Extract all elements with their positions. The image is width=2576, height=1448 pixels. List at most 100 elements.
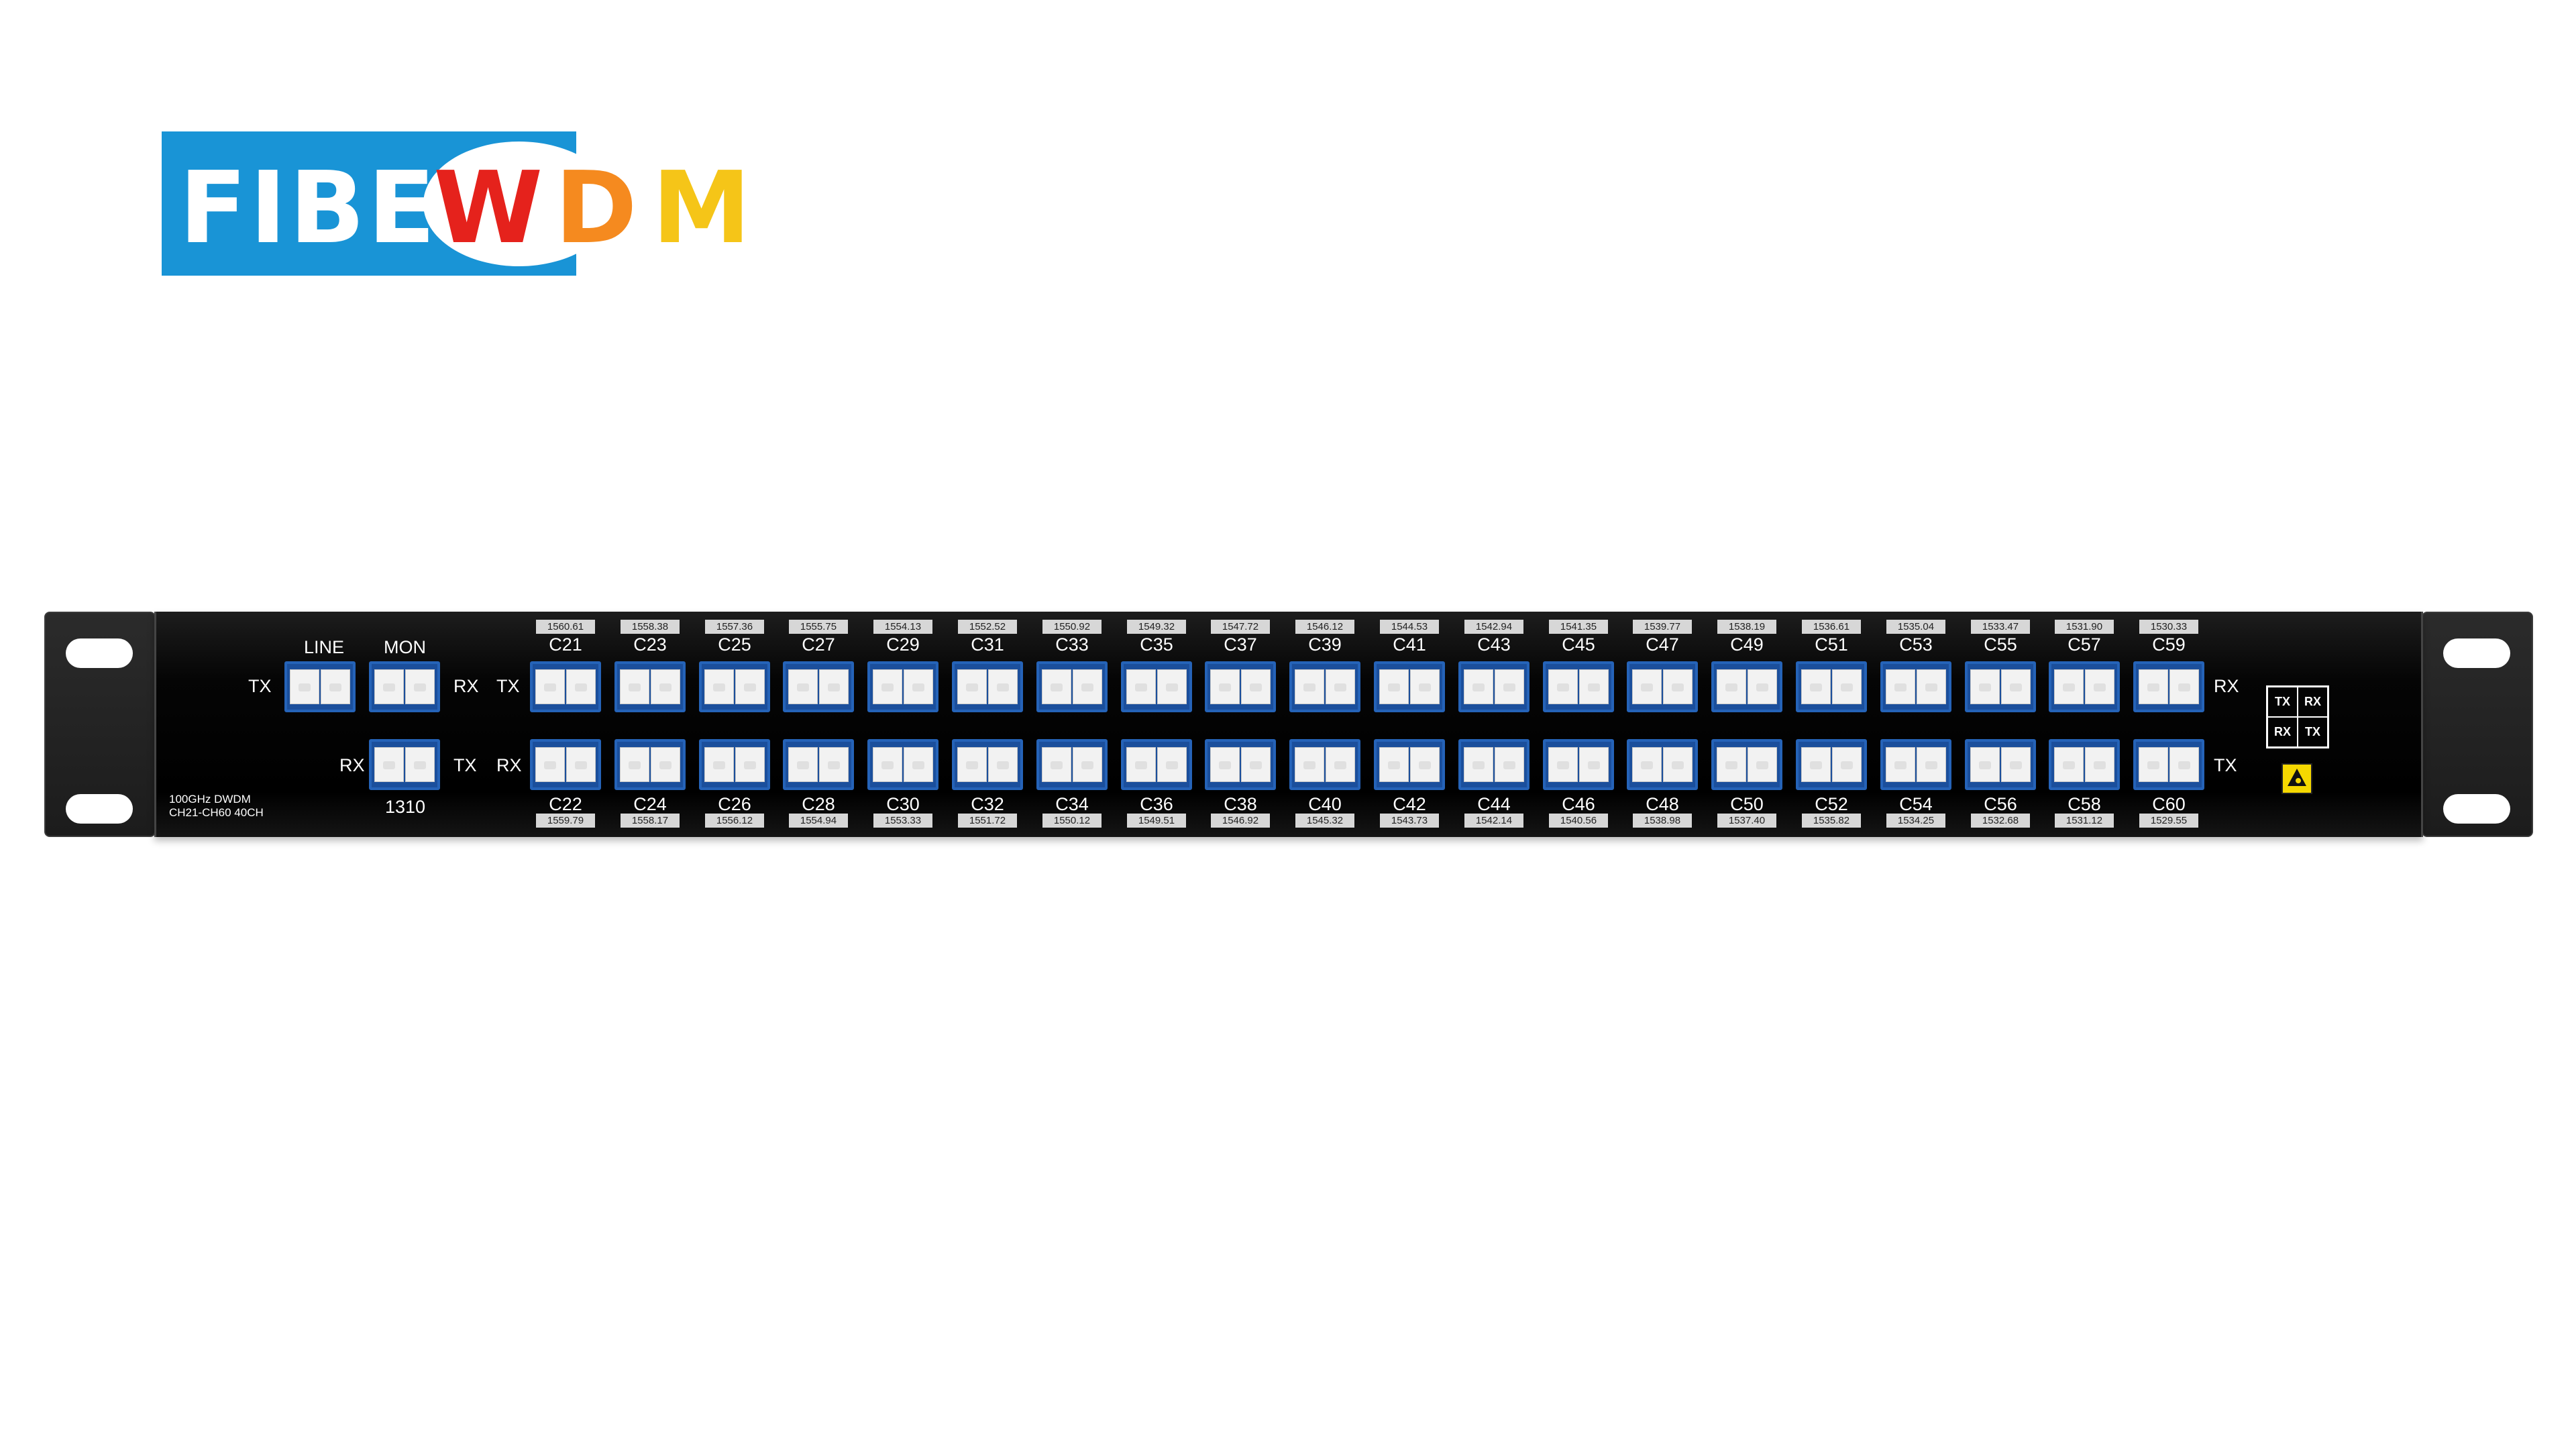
port-right	[1157, 669, 1187, 704]
port-left	[1042, 669, 1071, 704]
channel-port-c33[interactable]	[1036, 661, 1108, 712]
channel-port-c25[interactable]	[699, 661, 770, 712]
channel-label: C54	[1899, 794, 1933, 814]
port-left	[1717, 669, 1746, 704]
port-right	[1241, 669, 1271, 704]
wavelength-tag: 1536.61	[1802, 620, 1861, 634]
channel-port-c31[interactable]	[952, 661, 1023, 712]
wavelength-tag: 1546.12	[1295, 620, 1354, 634]
port-right	[651, 669, 680, 704]
channel-port-c22[interactable]	[530, 739, 601, 790]
channel-port-c46[interactable]	[1543, 739, 1614, 790]
channel-port-c56[interactable]	[1965, 739, 2036, 790]
right-rack-ear	[2422, 612, 2533, 837]
port-left	[1295, 747, 1324, 782]
port-right	[1073, 747, 1102, 782]
channel-port-c43[interactable]	[1458, 661, 1529, 712]
channel-port-c60[interactable]	[2133, 739, 2204, 790]
channel-port-c44[interactable]	[1458, 739, 1529, 790]
port-right	[988, 669, 1018, 704]
channel-port-c40[interactable]	[1289, 739, 1360, 790]
channel-port-c23[interactable]	[614, 661, 686, 712]
line-port[interactable]	[284, 661, 356, 712]
port-right	[735, 669, 765, 704]
port-right	[2169, 669, 2199, 704]
channel-port-c38[interactable]	[1205, 739, 1276, 790]
rx-label-mon: RX	[453, 676, 479, 696]
port-left	[1970, 669, 2000, 704]
channel-label: C49	[1730, 634, 1764, 655]
channel-port-c26[interactable]	[699, 739, 770, 790]
mounting-slot	[66, 794, 133, 824]
channel-label: C28	[802, 794, 835, 814]
wavelength-tag: 1538.19	[1717, 620, 1776, 634]
wavelength-tag: 1559.79	[536, 814, 595, 828]
channel-port-c49[interactable]	[1711, 661, 1782, 712]
channel-port-c37[interactable]	[1205, 661, 1276, 712]
channel-port-c21[interactable]	[530, 661, 601, 712]
port-right	[321, 669, 350, 704]
wavelength-tag: 1531.90	[2055, 620, 2114, 634]
port-left	[535, 747, 565, 782]
channel-label: C26	[718, 794, 751, 814]
channel-port-c53[interactable]	[1880, 661, 1951, 712]
rx-label-ch-top-end: RX	[2214, 676, 2239, 696]
channel-port-c42[interactable]	[1374, 739, 1445, 790]
channel-port-c55[interactable]	[1965, 661, 2036, 712]
channel-port-c47[interactable]	[1627, 661, 1698, 712]
channel-port-c29[interactable]	[867, 661, 938, 712]
channel-port-c51[interactable]	[1796, 661, 1867, 712]
mounting-slot	[2443, 794, 2510, 824]
channel-port-c52[interactable]	[1796, 739, 1867, 790]
channel-port-c54[interactable]	[1880, 739, 1951, 790]
channel-label: C56	[1984, 794, 2017, 814]
port-right	[651, 747, 680, 782]
port-left	[374, 747, 404, 782]
channel-port-c36[interactable]	[1121, 739, 1192, 790]
wavelength-tag: 1555.75	[789, 620, 848, 634]
channel-port-c28[interactable]	[783, 739, 854, 790]
port-right	[2085, 747, 2114, 782]
channel-port-c34[interactable]	[1036, 739, 1108, 790]
channel-port-c35[interactable]	[1121, 661, 1192, 712]
channel-port-c45[interactable]	[1543, 661, 1614, 712]
model-line-1: 100GHz DWDM	[169, 793, 251, 805]
channel-port-c24[interactable]	[614, 739, 686, 790]
port-right	[904, 669, 933, 704]
channel-port-c48[interactable]	[1627, 739, 1698, 790]
channel-port-c27[interactable]	[783, 661, 854, 712]
channel-label: C35	[1140, 634, 1173, 655]
channel-port-c39[interactable]	[1289, 661, 1360, 712]
channel-port-c50[interactable]	[1711, 739, 1782, 790]
channel-label: C58	[2068, 794, 2101, 814]
port-right	[1326, 747, 1355, 782]
diagram-cell: TX	[2267, 687, 2298, 717]
wavelength-tag: 1534.25	[1886, 814, 1945, 828]
mon-port[interactable]	[369, 661, 440, 712]
channel-port-c30[interactable]	[867, 739, 938, 790]
port-right	[1410, 747, 1440, 782]
port-right	[1579, 669, 1609, 704]
faceplate-edge	[2421, 612, 2423, 837]
port-left	[620, 747, 649, 782]
channel-label: C22	[549, 794, 582, 814]
wavelength-tag: 1554.94	[789, 814, 848, 828]
port-right	[988, 747, 1018, 782]
port-right	[566, 669, 596, 704]
port-left	[1717, 747, 1746, 782]
channel-port-c32[interactable]	[952, 739, 1023, 790]
line-label: LINE	[304, 637, 345, 657]
channel-port-c41[interactable]	[1374, 661, 1445, 712]
port-left	[1126, 669, 1156, 704]
upgrade-1310-port[interactable]	[369, 739, 440, 790]
channel-label: C50	[1730, 794, 1764, 814]
port-right	[1832, 669, 1862, 704]
channel-label: C29	[886, 634, 920, 655]
channel-port-c59[interactable]	[2133, 661, 2204, 712]
port-left	[788, 747, 818, 782]
channel-label: C40	[1308, 794, 1342, 814]
tx-label-ch-bottom-end: TX	[2214, 755, 2237, 775]
channel-port-c57[interactable]	[2049, 661, 2120, 712]
channel-port-c58[interactable]	[2049, 739, 2120, 790]
mounting-slot	[66, 638, 133, 668]
